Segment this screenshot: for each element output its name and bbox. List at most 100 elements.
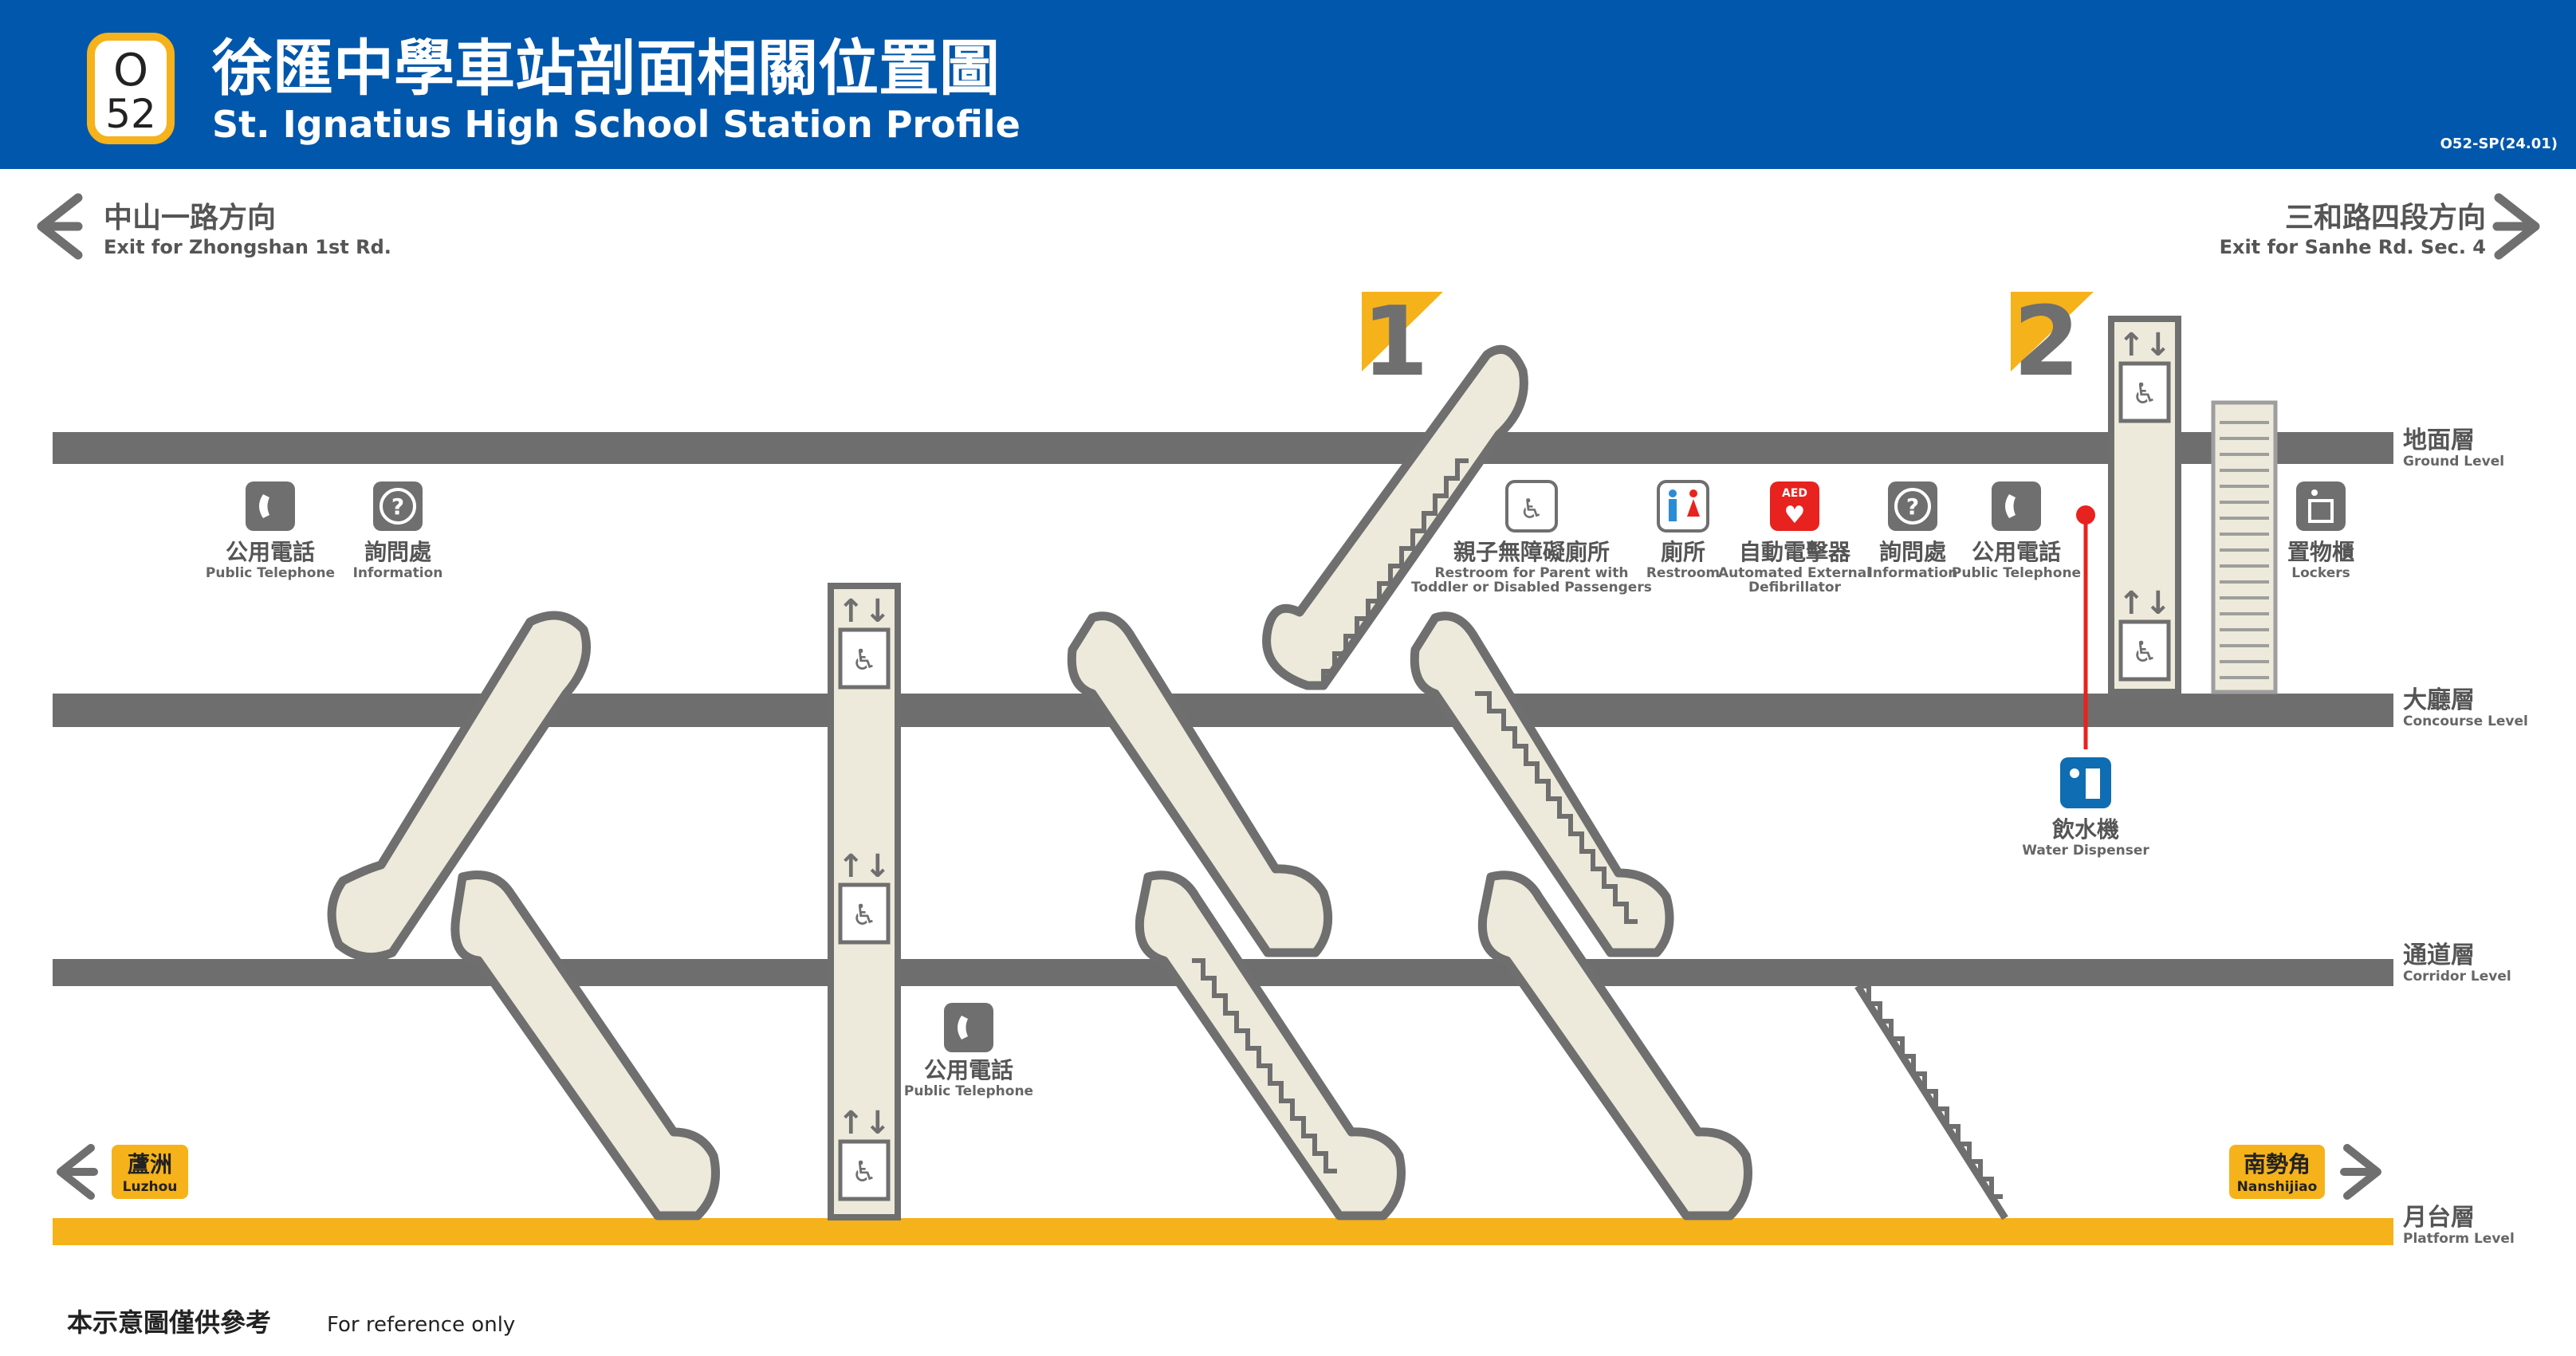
locker-icon (2296, 481, 2346, 531)
telephone-icon (246, 481, 295, 531)
phone-corridor-zh: 公用電話 (924, 1057, 1013, 1083)
wheelchair-icon: ♿ (851, 1156, 877, 1189)
elevator-door-icon (838, 627, 891, 690)
stair-tower-exit2 (2211, 400, 2278, 694)
header-bar (0, 0, 2576, 169)
exit-direction-right: 三和路四段方向 Exit for Sanhe Rd. Sec. 4 (2220, 193, 2540, 260)
facility-phone-left: 公用電話 Public Telephone (206, 481, 335, 581)
facility-phone-corridor: 公用電話 Public Telephone (904, 1003, 1033, 1099)
woman-icon-body (1687, 499, 1700, 517)
key-icon (2311, 489, 2318, 496)
station-code-number: 52 (105, 91, 156, 137)
phone-right-en: Public Telephone (1952, 565, 2081, 581)
question-mark-icon: ? (391, 493, 404, 520)
footer: 本示意圖僅供參考 For reference only (67, 1307, 515, 1338)
heart-icon: ♥ (1784, 501, 1806, 529)
information-icon (380, 488, 416, 525)
platform-level-slab (53, 1218, 2393, 1245)
man-icon (1669, 489, 1677, 497)
exit-left-en: Exit for Zhongshan 1st Rd. (104, 236, 391, 258)
question-mark-icon: ? (1906, 493, 1919, 520)
exit-badge-1-flag (1362, 292, 1443, 371)
luzhou-zh: 蘆洲 (128, 1151, 172, 1177)
escalator-corridor-platform-3 (1477, 871, 1752, 1220)
elevator-shaft-left: ↑↓ ♿ ↑↓ ♿ ↑↓ ♿ (828, 583, 901, 1220)
level-platform-en: Platform Level (2403, 1231, 2515, 1247)
exit-right-en: Exit for Sanhe Rd. Sec. 4 (2220, 236, 2486, 258)
elevator-stop-platform: ↑↓ ♿ (837, 1105, 891, 1201)
level-concourse-zh: 大廳層 (2403, 686, 2475, 714)
restroom-accessible-zh: 親子無障礙廁所 (1453, 539, 1610, 565)
document-code: O52-SP(24.01) (2440, 136, 2558, 152)
info-right-en: Information (1868, 565, 1958, 581)
accessible-restroom-icon (1505, 480, 1558, 533)
water-zh: 飲水機 (2052, 816, 2119, 843)
wheelchair-icon: ♿ (2132, 378, 2157, 411)
up-down-arrow-icon: ↑↓ (2118, 327, 2171, 364)
stairs (1192, 458, 2008, 1220)
info-left-en: Information (353, 565, 443, 581)
direction-luzhou: 蘆洲 Luzhou (57, 1144, 188, 1200)
escalator-concourse-corridor-1 (327, 611, 591, 962)
lockers-zh: 置物櫃 (2287, 539, 2354, 565)
telephone-icon-handset (2005, 494, 2016, 518)
facility-lockers: 置物櫃 Lockers (2287, 481, 2354, 581)
elevator-stop-corridor: ↑↓ ♿ (837, 848, 891, 945)
lockers-en: Lockers (2291, 565, 2350, 581)
phone-corridor-en: Public Telephone (904, 1083, 1033, 1099)
level-platform-zh: 月台層 (2403, 1204, 2475, 1232)
exit-badge-2-flag (2011, 292, 2094, 371)
restroom-icon-frame (1657, 480, 1709, 533)
up-down-arrow-icon: ↑↓ (837, 593, 891, 630)
stair-tower-body (2211, 400, 2278, 694)
level-corridor-zh: 通道層 (2403, 941, 2475, 969)
station-code-badge (87, 33, 175, 144)
station-code-line: O (113, 45, 148, 96)
facility-water-dispenser: 飲水機 Water Dispenser (2022, 505, 2149, 859)
aed-en-1: Automated External (1718, 565, 1871, 581)
stair-tower-treads (2220, 421, 2269, 679)
stairs-exit1-steps (1321, 458, 1469, 686)
escalator-concourse-corridor-2 (1067, 611, 1333, 957)
exit-direction-left: 中山一路方向 Exit for Zhongshan 1st Rd. (37, 193, 391, 260)
info-right-zh: 詢問處 (1879, 539, 1946, 565)
concourse-level-slab (53, 694, 2393, 727)
telephone-icon-handset (259, 494, 269, 518)
up-down-arrow-icon: ↑↓ (2118, 585, 2171, 622)
elevator-stop-concourse: ↑↓ ♿ (837, 593, 891, 690)
restroom-en: Restroom (1646, 565, 1720, 581)
level-corridor-en: Corridor Level (2403, 969, 2511, 985)
facility-aed: AED ♥ 自動電擊器 Automated External Defibrill… (1718, 481, 1871, 595)
aed-badge-text: AED (1782, 487, 1807, 500)
up-down-arrow-icon: ↑↓ (837, 1105, 891, 1142)
exit-badge-2: 2 (2011, 287, 2094, 398)
nanshijiao-badge (2229, 1145, 2325, 1199)
aed-icon (1770, 481, 1819, 531)
level-concourse-en: Concourse Level (2403, 713, 2528, 729)
footer-note-zh: 本示意圖僅供參考 (67, 1307, 271, 1338)
exit-badge-2-number: 2 (2013, 287, 2080, 398)
telephone-icon (1992, 481, 2041, 531)
page-title-en: St. Ignatius High School Station Profile (212, 103, 1021, 146)
elevator-stop-ground: ↑↓ ♿ (2118, 327, 2172, 423)
exit-left-zh: 中山一路方向 (104, 202, 276, 234)
direction-nanshijiao: 南勢角 Nanshijiao (2229, 1144, 2381, 1200)
locker-icon-door (2308, 499, 2334, 523)
phone-right-zh: 公用電話 (1972, 539, 2061, 565)
exit-badge-1-number: 1 (1362, 287, 1429, 398)
exit-badge-1: 1 (1362, 287, 1443, 398)
footer-note-en: For reference only (327, 1313, 515, 1337)
elevator-door-icon (838, 1139, 891, 1201)
water-dispenser-icon-machine (2086, 768, 2100, 799)
level-ground-zh: 地面層 (2403, 426, 2475, 454)
facility-phone-right: 公用電話 Public Telephone (1952, 481, 2081, 581)
elevator-shaft-right: ↑↓ ♿ ↑↓ ♿ (2108, 316, 2181, 695)
nanshijiao-en: Nanshijiao (2237, 1179, 2318, 1195)
info-left-zh: 詢問處 (364, 539, 431, 565)
phone-left-zh: 公用電話 (226, 539, 315, 565)
restroom-zh: 廁所 (1661, 539, 1705, 565)
nanshijiao-zh: 南勢角 (2244, 1151, 2311, 1177)
woman-icon (1689, 489, 1697, 497)
up-down-arrow-icon: ↑↓ (837, 848, 891, 885)
